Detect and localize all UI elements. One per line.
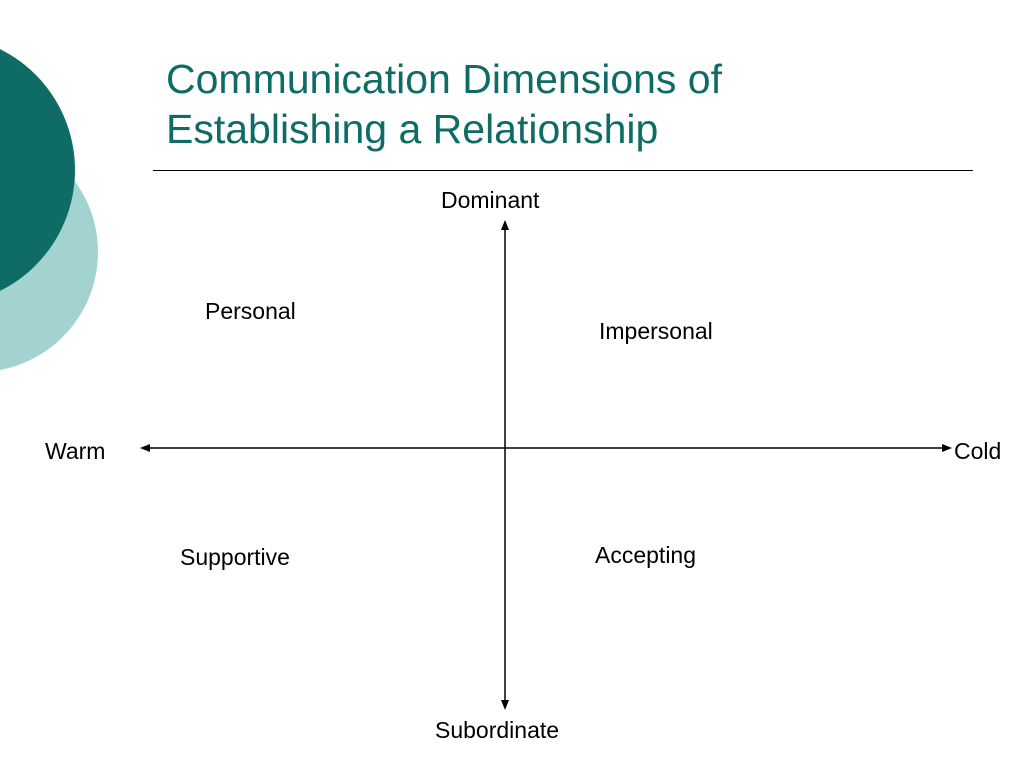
- horizontal-axis: [140, 444, 952, 452]
- axis-label-dominant: Dominant: [441, 187, 540, 213]
- dominant-arrowhead: [501, 220, 509, 230]
- subordinate-arrowhead: [501, 700, 509, 710]
- warm-arrowhead: [140, 444, 150, 452]
- axis-label-cold: Cold: [954, 438, 1002, 464]
- vertical-axis: [501, 220, 509, 710]
- axis-label-warm: Warm: [45, 438, 106, 464]
- quadrant-label-personal: Personal: [205, 298, 296, 324]
- dark-teal-circle: [0, 49, 75, 291]
- axis-label-subordinate: Subordinate: [435, 717, 560, 743]
- quadrant-label-impersonal: Impersonal: [599, 318, 713, 344]
- quadrant-label-accepting: Accepting: [595, 542, 697, 568]
- slide-title-line-1: Communication Dimensions of: [166, 56, 723, 102]
- title-divider: [153, 170, 973, 171]
- cold-arrowhead: [942, 444, 952, 452]
- slide-title: Communication Dimensions of Establishing…: [166, 54, 986, 154]
- slide-title-line-2: Establishing a Relationship: [166, 106, 659, 152]
- quadrant-label-supportive: Supportive: [180, 544, 290, 570]
- decorative-circles: [0, 49, 98, 370]
